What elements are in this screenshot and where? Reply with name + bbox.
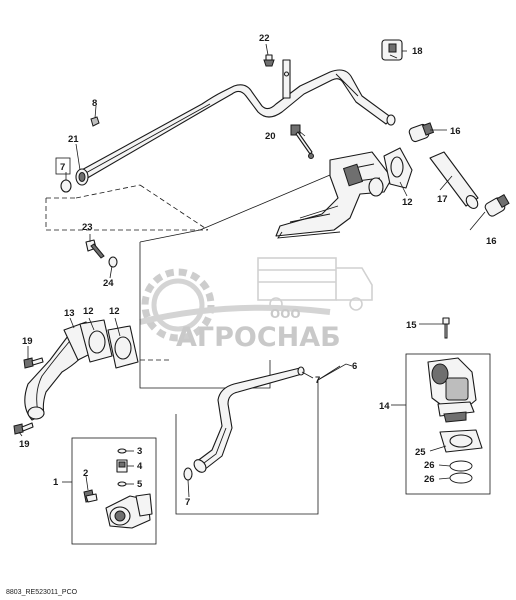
assembly-outline-lower (175, 365, 341, 515)
callout-16-lower: 16 (486, 236, 497, 247)
watermark-top-text: ООО (270, 307, 301, 321)
callout-7-box (55, 157, 71, 175)
fitting-assembly-frame (71, 437, 157, 545)
watermark-gear-icon (141, 268, 215, 342)
o-ring-icon (117, 481, 127, 487)
callout-12-left-a: 12 (83, 306, 94, 317)
stud-bolt-icon (85, 239, 105, 259)
callout-13: 13 (64, 308, 75, 319)
egr-valve (427, 357, 477, 423)
gasket-left-1 (79, 319, 113, 363)
bolt-icon (23, 357, 44, 369)
watermark-swoosh (139, 304, 331, 325)
bolt-icon (13, 422, 34, 435)
callout-7-bottom: 7 (185, 497, 190, 508)
callout-1: 1 (53, 477, 59, 488)
hose-clamp-lower (484, 193, 510, 217)
callout-6: 6 (352, 361, 357, 372)
callout-24: 24 (103, 278, 114, 289)
callout-2: 2 (83, 468, 88, 479)
elbow-fitting (105, 493, 153, 529)
callout-20: 20 (265, 131, 276, 142)
clamp-ring-icon (60, 179, 72, 193)
callout-19-lower: 19 (19, 439, 30, 450)
valve-gasket (439, 429, 483, 453)
clamp-ring-icon (183, 467, 193, 481)
assembly-outline-center (139, 174, 331, 389)
pipe-clamp-bracket (282, 59, 291, 99)
callout-26-a: 26 (424, 460, 435, 471)
top-tube-highlight (83, 73, 359, 175)
watermark: ООО АГРОСНАБ (139, 257, 373, 353)
watermark-brand-text: АГРОСНАБ (176, 322, 341, 353)
cap-icon (381, 39, 403, 61)
callout-26-b: 26 (424, 474, 435, 485)
seal-ring-icon (449, 472, 473, 484)
tube-end-flange-left (75, 168, 89, 186)
callout-21: 21 (68, 134, 79, 145)
callout-12-left-b: 12 (109, 306, 120, 317)
callout-5: 5 (137, 479, 143, 490)
gasket-flange-right (383, 147, 413, 189)
temperature-sensor (290, 124, 314, 159)
callout-17: 17 (437, 194, 448, 205)
valve-assembly-frame (405, 353, 491, 495)
callout-14: 14 (379, 401, 390, 412)
callout-4: 4 (137, 461, 143, 472)
tube-end-right (386, 114, 396, 126)
callout-12-right: 12 (402, 197, 413, 208)
callout-3: 3 (137, 446, 142, 457)
hose-section (429, 151, 479, 207)
callout-25: 25 (415, 447, 426, 458)
adapter-fitting-icon (116, 459, 128, 473)
assembly-outline-top (45, 184, 209, 231)
plug-fitting-icon (83, 489, 98, 503)
callout-23: 23 (82, 222, 93, 233)
lower-pipe (193, 366, 305, 473)
callout-22: 22 (259, 33, 270, 44)
callout-7-mid: 7 (315, 375, 320, 386)
top-tube-assembly (77, 69, 393, 181)
drawing-code: 8803_RE523011_PCO (6, 589, 78, 596)
callout-19-upper: 19 (22, 336, 33, 347)
o-ring-icon (117, 448, 127, 454)
hose-clamp-upper (408, 122, 435, 143)
callout-16-upper: 16 (450, 126, 461, 137)
callout-8: 8 (92, 98, 97, 109)
washer-icon (108, 256, 118, 268)
watermark-truck-icon (257, 257, 373, 311)
bolt-icon (263, 54, 275, 67)
exhaust-manifold (275, 151, 393, 239)
callout-18: 18 (412, 46, 423, 57)
seal-ring-icon (449, 460, 473, 472)
callout-15: 15 (406, 320, 417, 331)
nut-icon (90, 116, 100, 127)
leader-lines (18, 43, 486, 498)
hose-end-lower (465, 195, 479, 209)
callout-7-top: 7 (60, 162, 65, 173)
gasket-left-2 (107, 325, 139, 369)
bolt-icon (442, 317, 450, 339)
